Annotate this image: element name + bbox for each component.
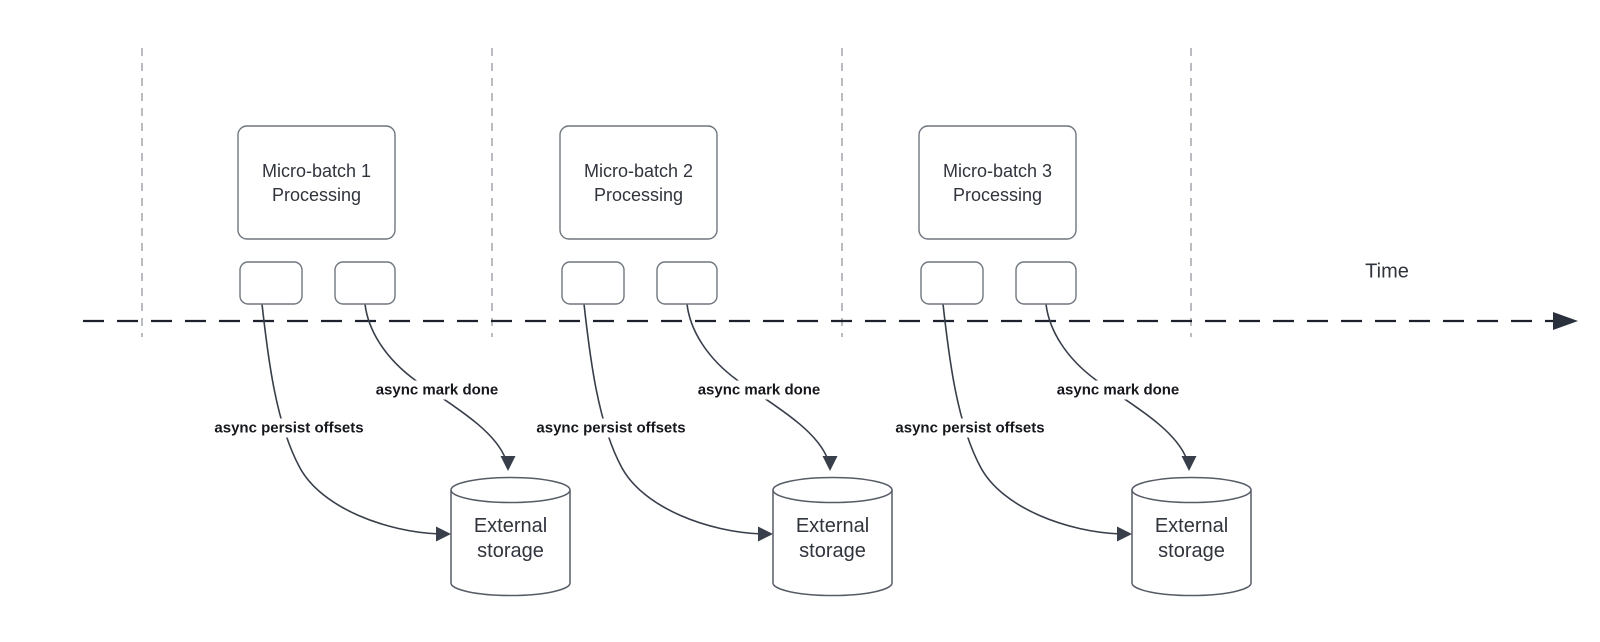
processing-box-label-line1: Micro-batch 2	[583, 160, 694, 181]
storage-label-line1: External	[1154, 515, 1229, 537]
storage-label-line2: storage	[799, 540, 866, 562]
processing-box	[237, 125, 396, 240]
batch-1-shapes	[237, 125, 571, 597]
mark-done-arrow	[364, 303, 507, 461]
processing-box-label: Micro-batch 3 Processing	[919, 126, 1076, 239]
processing-box-label-line1: Micro-batch 3	[942, 160, 1053, 181]
processing-box-label: Micro-batch 1 Processing	[238, 126, 395, 239]
storage-label-line2: storage	[477, 540, 544, 562]
time-axis-arrowhead-icon	[1553, 312, 1578, 330]
mini-task-box-2	[334, 261, 396, 305]
processing-box-label-line2: Processing	[952, 184, 1043, 205]
processing-box-label-line2: Processing	[271, 184, 362, 205]
mark-done-label: async mark done	[1053, 380, 1183, 400]
time-label: Time	[1365, 260, 1409, 283]
persist-offsets-arrowhead-icon	[436, 526, 451, 542]
storage-label: External storage	[451, 489, 570, 589]
mark-done-arrowhead-icon	[500, 456, 516, 471]
storage-label: External storage	[773, 489, 892, 589]
persist-offsets-label: async persist offsets	[533, 418, 689, 438]
storage-cylinder-top	[450, 476, 571, 504]
processing-box-label: Micro-batch 2 Processing	[560, 126, 717, 239]
time-guides	[141, 48, 1192, 337]
persist-offsets-label: async persist offsets	[892, 418, 1048, 438]
processing-box-label-line2: Processing	[593, 184, 684, 205]
persist-offsets-arrow	[261, 303, 441, 535]
storage-label-line2: storage	[1158, 540, 1225, 562]
storage-label: External storage	[1132, 489, 1251, 589]
persist-offsets-label: async persist offsets	[211, 418, 367, 438]
processing-box-label-line1: Micro-batch 1	[261, 160, 372, 181]
mark-done-label: async mark done	[694, 380, 824, 400]
storage-label-line1: External	[795, 515, 870, 537]
mini-task-box-1	[239, 261, 303, 305]
mark-done-label: async mark done	[372, 380, 502, 400]
storage-label-line1: External	[473, 515, 548, 537]
storage-cylinder-body	[450, 490, 571, 597]
